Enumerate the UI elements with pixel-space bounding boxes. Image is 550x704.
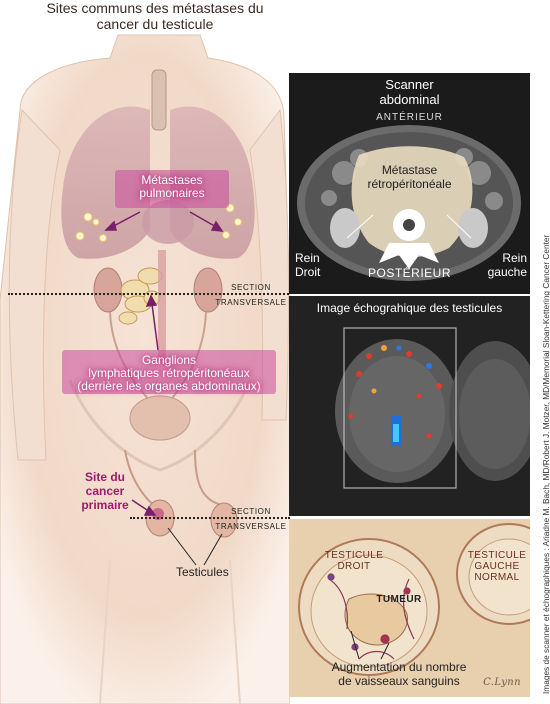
primary-site-label: Site du cancer primaire [60, 470, 150, 512]
legs [99, 559, 241, 704]
testicles-pointers [167, 527, 223, 566]
ct-metastasis [351, 146, 473, 258]
ct-title-line-2: abdominal [379, 92, 440, 107]
ct-right-kidney-label-line-1: Rein [295, 251, 320, 265]
bladder [129, 395, 191, 441]
us-doppler-signals [348, 345, 442, 446]
lower-section-label-line-1: SECTION [231, 507, 271, 516]
lower-section-line [130, 517, 290, 519]
aorta [158, 250, 166, 360]
ct-right-kidney-label: Rein Droit [295, 251, 345, 279]
testicle-left [210, 502, 238, 538]
drawing-left-testicle-label-line-3: NORMAL [474, 572, 520, 583]
ct-anterior-label: ANTÉRIEUR [376, 112, 443, 123]
left-arm [8, 108, 61, 461]
drawing-right-testicle-label-line-2: DROIT [337, 561, 371, 572]
upper-section-line [8, 293, 289, 295]
ct-metastasis-label: Métastase rétropéritonéale [329, 163, 490, 191]
lung-metastases-label: Métastases pulmonaires [115, 174, 229, 200]
drawing-left-testicle-label-line-1: TESTICULE [467, 550, 527, 561]
upper-section-label-line-2: TRANSVERSALE [215, 298, 287, 307]
lung-metastases-label-line-1: Métastases [141, 173, 203, 187]
ct-metastasis-label-line-1: Métastase [381, 163, 438, 177]
drawing-tumor [344, 593, 408, 646]
diagram-title: Sites communs des métastases du cancer d… [20, 0, 290, 32]
kidney-left [193, 267, 223, 313]
drawing-right-testicle-label: TESTICULE DROIT [309, 550, 399, 572]
drawing-right-testicle-label-line-1: TESTICULE [324, 550, 384, 561]
lung-metastases [75, 203, 242, 242]
kidney-right [93, 267, 123, 313]
lymph-nodes-label-line-1: Ganglions [141, 353, 197, 367]
ultrasound-image [289, 296, 530, 516]
title-line-2: cancer du testicule [96, 16, 214, 32]
lung-metastases-label-bg [115, 170, 229, 208]
drawing-vessels-label-line-2: de vaisseaux sanguins [338, 674, 460, 688]
right-arm [249, 108, 289, 421]
ct-scan-image [297, 125, 521, 281]
us-title: Image échograhique des testicules [316, 301, 503, 315]
ct-left-kidney-label-line-2: gauche [487, 265, 527, 279]
drawing-vessels [327, 573, 415, 660]
lung-right [61, 106, 150, 259]
nodes-arrow [145, 294, 159, 351]
testicle-drawing-panel: TESTICULE DROIT TESTICULE GAUCHE NORMAL … [289, 519, 530, 697]
drawing-left-testicle-label-line-2: GAUCHE [474, 561, 520, 572]
ct-kidney-right [330, 208, 360, 248]
drawing-tumor-label: TUMEUR [376, 594, 422, 605]
lower-section-label: SECTION TRANSVERSALE [212, 507, 290, 531]
pelvis [68, 379, 252, 472]
ct-pointer-left [446, 214, 472, 239]
ultrasound-panel: Image échograhique des testicules [289, 296, 530, 516]
primary-site-label-line-2: cancer [85, 484, 125, 498]
us-roi-box [343, 327, 457, 489]
lymph-nodes-label-bg [62, 350, 276, 394]
ct-metastasis-label-line-2: rétropéritonéale [367, 177, 452, 191]
lung-arrows [104, 211, 224, 232]
primary-site-label-line-1: Site du [84, 470, 125, 484]
title-line-1: Sites communs des métastases du [46, 0, 264, 16]
ct-posterior-label: POSTÉRIEUR [367, 266, 451, 280]
ct-pointer-right [346, 214, 374, 239]
testicle-drawing [289, 519, 530, 697]
lymph-nodes-label-line-2: lymphatiques rétropéritonéaux [88, 366, 250, 380]
drawing-vessels-label: Augmentation du nombre de vaisseaux sang… [319, 660, 479, 688]
ct-left-kidney-label: Rein gauche [477, 251, 527, 279]
upper-section-label: SECTION TRANSVERSALE [212, 283, 290, 307]
lower-section-label-line-2: TRANSVERSALE [215, 522, 287, 531]
drawing-pointers [350, 630, 390, 660]
ct-title: Scanner abdominal [289, 77, 530, 107]
primary-site-label-line-3: primaire [81, 498, 129, 512]
lymph-nodes-label-line-3: (derrière les organes abdominaux) [77, 379, 261, 393]
upper-section-label-line-1: SECTION [231, 283, 271, 292]
ct-scan-panel: Scanner abdominal ANTÉRIEUR Métastase ré… [289, 73, 530, 294]
drawing-vessels-label-line-1: Augmentation du nombre [331, 660, 467, 674]
drawing-left-testicle-label: TESTICULE GAUCHE NORMAL [465, 550, 529, 583]
testicles-label: Testicules [176, 565, 229, 579]
lymph-nodes-label: Ganglions lymphatiques rétropéritonéaux … [58, 354, 280, 393]
ct-title-line-1: Scanner [385, 77, 434, 92]
ct-bowel [321, 148, 503, 210]
lung-metastases-label-line-2: pulmonaires [139, 186, 205, 200]
primary-arrow [131, 499, 157, 516]
drawing-signature: C.Lynn [483, 677, 521, 688]
ct-right-kidney-label-line-2: Droit [295, 265, 321, 279]
image-credit: Images de scanner et échographiques : Ar… [541, 234, 550, 694]
ct-left-kidney-label-line-1: Rein [502, 251, 527, 265]
heart [142, 200, 194, 244]
trachea [151, 69, 167, 131]
ct-kidney-left [458, 208, 488, 248]
